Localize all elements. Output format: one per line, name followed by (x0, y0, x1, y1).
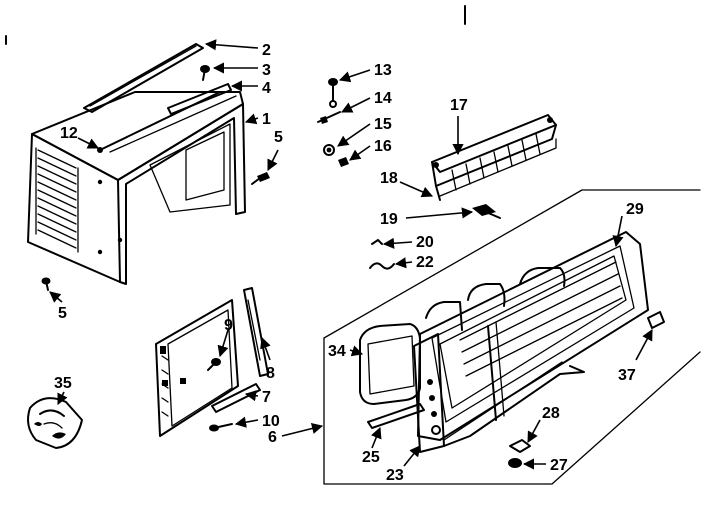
leader-lines (49, 39, 653, 470)
screw-10 (209, 423, 233, 432)
filter-panel (359, 267, 566, 405)
callout-18: 18 (380, 170, 398, 187)
screw-5-lower (41, 277, 51, 291)
control-knob (27, 397, 83, 449)
callout-3: 3 (262, 62, 271, 79)
clip-19 (472, 204, 501, 219)
screw-3 (200, 65, 210, 81)
callout-35: 35 (54, 375, 72, 392)
callout-15: 15 (374, 116, 392, 133)
foot-27 (508, 458, 522, 468)
side-curtain (155, 299, 239, 437)
callout-8: 8 (266, 365, 275, 382)
spring-22 (369, 262, 395, 270)
callout-27: 27 (550, 457, 568, 474)
block-37 (647, 311, 665, 329)
callout-14: 14 (374, 90, 392, 107)
callout-5b: 5 (58, 305, 67, 322)
callout-labels: 1 2 3 4 5 5 5 6 7 8 9 10 12 13 14 15 16 … (54, 42, 644, 484)
callout-2: 2 (262, 42, 271, 59)
callout-13: 13 (374, 62, 392, 79)
callout-6: 6 (268, 429, 277, 446)
screw-9 (207, 358, 221, 371)
callout-19: 19 (380, 211, 398, 228)
vertical-bar-8 (243, 287, 269, 377)
callout-17: 17 (450, 97, 468, 114)
callout-23: 23 (386, 467, 404, 484)
bar-7 (211, 383, 261, 413)
strip-4 (167, 83, 232, 115)
hardware-stack (317, 78, 349, 167)
front-grille (417, 231, 649, 441)
callout-10: 10 (262, 413, 280, 430)
hook-20 (371, 239, 383, 245)
callout-29: 29 (626, 201, 644, 218)
foot-28 (509, 439, 531, 453)
callout-16: 16 (374, 138, 392, 155)
callout-22: 22 (416, 254, 434, 271)
callout-4: 4 (262, 80, 271, 97)
cabinet-louvres (35, 147, 79, 253)
top-rail (83, 43, 204, 113)
louvre-bracket (431, 114, 557, 201)
callout-1: 1 (262, 111, 271, 128)
callout-37: 37 (618, 367, 636, 384)
cabinet-wrapper (27, 91, 246, 285)
callout-7: 7 (262, 389, 271, 406)
callout-5a: 5 (274, 129, 283, 146)
front-assembly-frame (323, 189, 701, 485)
screw-5-right (251, 172, 270, 185)
strip-25 (367, 403, 425, 429)
control-bracket (413, 333, 585, 453)
callout-20: 20 (416, 234, 434, 251)
callout-28: 28 (542, 405, 560, 422)
callout-9: 9 (224, 317, 233, 334)
callout-25: 25 (362, 449, 380, 466)
callout-12: 12 (60, 125, 78, 142)
callout-34: 34 (328, 343, 346, 360)
